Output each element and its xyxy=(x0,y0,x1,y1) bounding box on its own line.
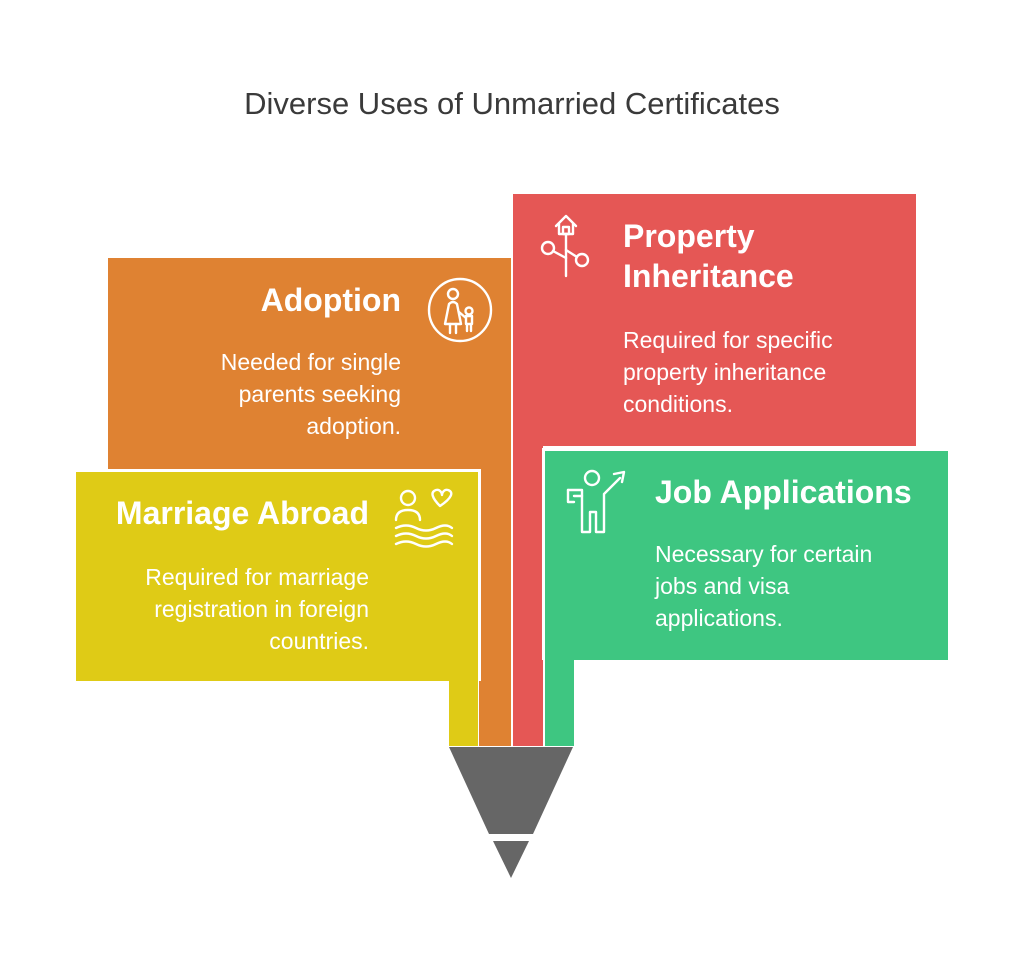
marriage-heading: Marriage Abroad xyxy=(115,495,369,531)
pencil-tip-upper xyxy=(449,747,573,834)
property-desc-line: conditions. xyxy=(623,391,733,417)
couple-love-icon xyxy=(392,488,462,554)
property-desc-line: property inheritance xyxy=(623,359,827,385)
adoption-desc: Needed for single parents seeking adopti… xyxy=(150,346,401,442)
adoption-panel xyxy=(108,258,511,470)
marriage-panel xyxy=(76,469,481,681)
pencil-tip xyxy=(449,747,573,878)
diagram-title: Diverse Uses of Unmarried Certificates xyxy=(244,86,780,121)
marriage-desc-line: Required for marriage xyxy=(145,564,369,590)
adoption-desc-line: parents seeking xyxy=(238,381,401,407)
property-heading-line: Property xyxy=(623,218,755,254)
jobs-heading: Job Applications xyxy=(655,474,912,510)
jobs-desc-line: jobs and visa xyxy=(655,573,790,599)
pencil-tip-point xyxy=(493,841,529,878)
family-adoption-icon xyxy=(426,276,494,344)
jobs-desc-line: Necessary for certain xyxy=(655,541,873,567)
marriage-stem xyxy=(449,680,478,746)
adoption-heading: Adoption xyxy=(260,282,401,318)
property-heading: Property Inheritance xyxy=(623,216,903,296)
jobs-stem xyxy=(545,660,574,746)
property-stem xyxy=(513,440,543,746)
house-tree-icon xyxy=(536,212,596,278)
adoption-desc-line: Needed for single xyxy=(220,349,401,375)
marriage-desc-line: registration in foreign xyxy=(154,596,369,622)
marriage-desc-line: countries. xyxy=(269,628,369,654)
property-heading-line: Inheritance xyxy=(623,258,794,294)
jobs-panel xyxy=(542,448,948,660)
jobs-desc-line: applications. xyxy=(655,605,783,631)
property-panel xyxy=(513,194,916,446)
person-pointing-icon xyxy=(562,468,630,536)
marriage-desc: Required for marriage registration in fo… xyxy=(96,561,369,657)
property-desc: Required for specific property inheritan… xyxy=(623,324,903,420)
adoption-desc-line: adoption. xyxy=(306,413,401,439)
adoption-stem xyxy=(479,440,511,746)
jobs-desc: Necessary for certain jobs and visa appl… xyxy=(655,538,940,634)
property-desc-line: Required for specific xyxy=(623,327,833,353)
